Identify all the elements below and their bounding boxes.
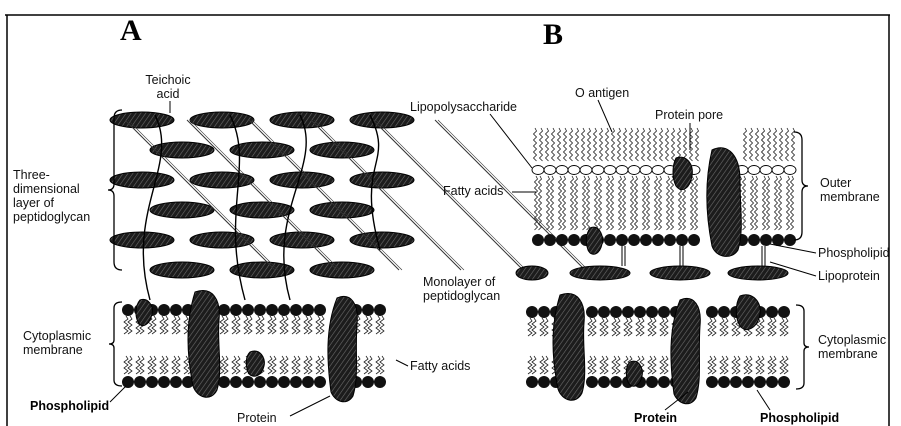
peptidoglycan-monolayer	[516, 246, 788, 280]
o-antigen-label: O antigen	[575, 86, 629, 100]
fatty-acids-label-b: Fatty acids	[443, 184, 503, 198]
phospholipid-inner-label: Phospholipid	[760, 411, 839, 425]
outer-membrane	[532, 128, 796, 256]
panel-b-letter: B	[543, 18, 563, 51]
protein-label-a: Protein	[237, 411, 277, 425]
panel-a-letter: A	[120, 14, 142, 47]
teichoic-acid-label-line1: Teichoic	[145, 73, 190, 87]
protein-pore-label: Protein pore	[655, 108, 723, 122]
cytoplasmic-brace-a	[109, 302, 122, 386]
cytoplasmic-brace-b	[796, 305, 809, 389]
peptidoglycan-label-line2: dimensional	[13, 182, 80, 196]
phospholipid-label-a: Phospholipid	[30, 399, 109, 413]
phospholipid-outer-label: Phospholipid	[818, 246, 890, 260]
panel-a: A Teichoic acid Three- dimensional layer…	[13, 14, 588, 425]
peptidoglycan-layer	[110, 112, 588, 278]
peptidoglycan-label-line3: layer of	[13, 196, 55, 210]
protein-label-b: Protein	[634, 411, 677, 425]
monolayer-label-line2: peptidoglycan	[423, 289, 500, 303]
panel-b: B Lipopolysaccharide O antigen Protein p…	[410, 18, 890, 425]
peptidoglycan-label-line4: peptidoglycan	[13, 210, 90, 224]
cytoplasmic-membrane-label-a-line1: Cytoplasmic	[23, 329, 91, 343]
fatty-acids-label-a: Fatty acids	[410, 359, 470, 373]
cytoplasmic-membrane-label-b-line2: membrane	[818, 347, 878, 361]
monolayer-label-line1: Monolayer of	[423, 275, 496, 289]
lipoprotein-label: Lipoprotein	[818, 269, 880, 283]
cytoplasmic-membrane-a	[122, 291, 386, 402]
teichoic-acid-label-line2: acid	[157, 87, 180, 101]
cytoplasmic-membrane-label-a-line2: membrane	[23, 343, 83, 357]
cytoplasmic-membrane-label-b-line1: Cytoplasmic	[818, 333, 886, 347]
outer-membrane-label-line1: Outer	[820, 176, 851, 190]
outer-membrane-label-line2: membrane	[820, 190, 880, 204]
lps-label: Lipopolysaccharide	[410, 100, 517, 114]
outer-membrane-brace	[794, 132, 808, 240]
cytoplasmic-membrane-b	[526, 294, 790, 404]
peptidoglycan-label-line1: Three-	[13, 168, 50, 182]
